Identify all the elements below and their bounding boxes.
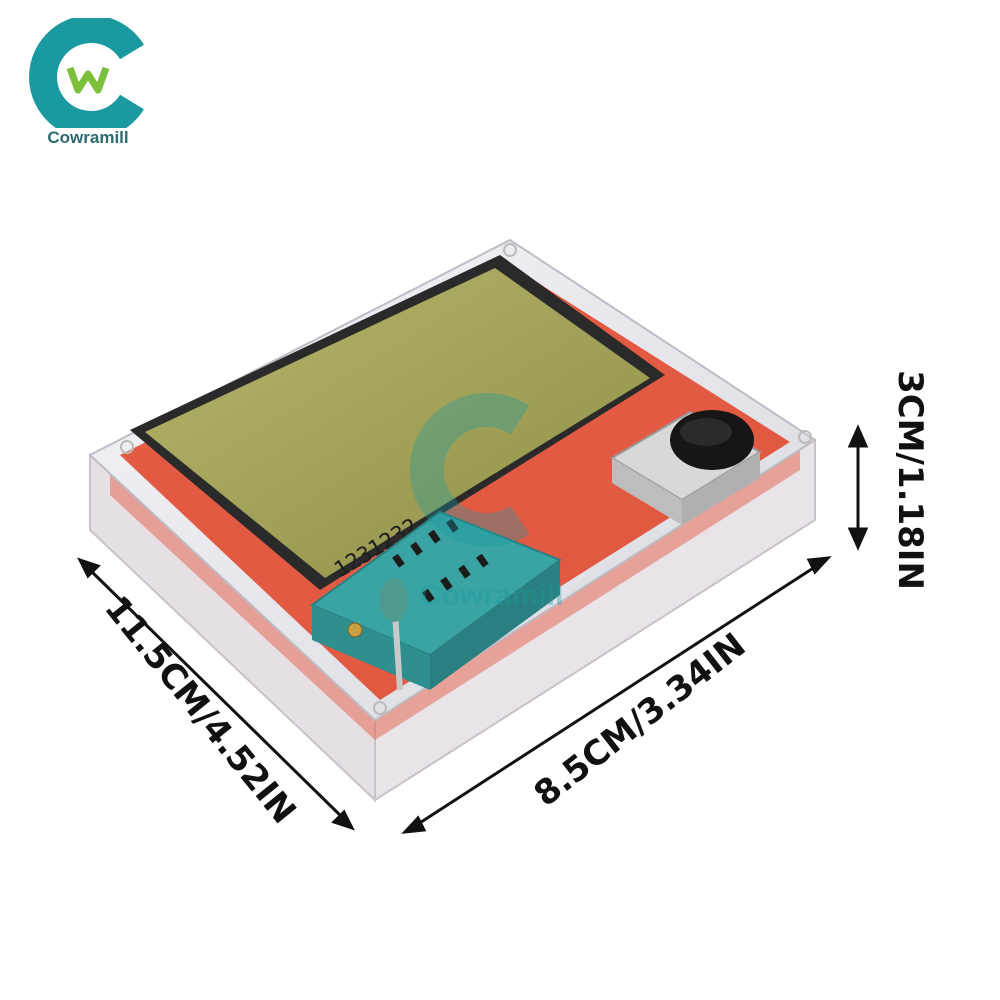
brand-name: Cowramill	[47, 128, 129, 147]
dimension-arrows	[77, 424, 869, 834]
lcd-screen	[145, 268, 650, 578]
watermark-text: Cowramill	[420, 579, 563, 612]
brand-logo: Cowramill	[18, 15, 158, 158]
height-dimension-label: 3CM/1.18IN	[890, 370, 930, 590]
logo-mark-icon	[29, 15, 144, 139]
socket-lever-knob	[380, 578, 408, 622]
watermark	[409, 393, 530, 547]
